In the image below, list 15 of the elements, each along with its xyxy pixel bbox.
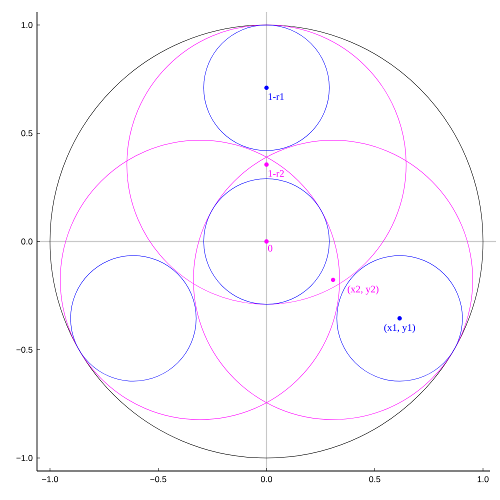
tick-label: 1.0 <box>22 22 32 28</box>
tick-label: 0.0 <box>260 476 272 482</box>
point-label: (x2, y2) <box>348 285 378 295</box>
point-label: 0 <box>268 244 272 252</box>
tick-label: −0.5 <box>16 346 32 353</box>
tick-label: −1.0 <box>16 455 32 461</box>
tick-label: −0.5 <box>150 476 166 482</box>
tick-label: 0.5 <box>369 476 380 482</box>
point-label: 1-r2 <box>268 170 284 177</box>
tick-label: 1.0 <box>478 476 489 482</box>
tick-label: 0.5 <box>21 130 32 136</box>
tick-label: −1.0 <box>42 476 58 482</box>
point-label: (x1, y1) <box>384 324 415 333</box>
point-label: 1-r1 <box>268 93 284 100</box>
tick-label: 0.0 <box>21 238 32 244</box>
